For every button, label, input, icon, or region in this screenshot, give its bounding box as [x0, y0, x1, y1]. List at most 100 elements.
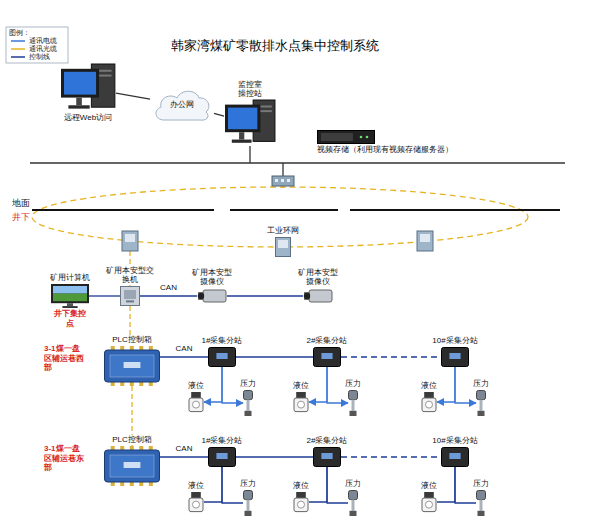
device-icon — [476, 390, 486, 416]
icon-part — [441, 348, 468, 367]
node-label: 液位 — [293, 381, 309, 391]
node-label: 2#采集分站 — [307, 336, 348, 346]
icon-part — [139, 446, 143, 450]
icon-part — [245, 511, 252, 516]
icon-part — [349, 491, 358, 500]
icon-part — [121, 287, 140, 306]
device-node: 压力 — [345, 478, 361, 516]
connector — [341, 456, 441, 457]
icon-part — [203, 290, 226, 302]
device-node: 工业环网 — [267, 225, 299, 257]
icon-part — [477, 391, 486, 400]
icon-part — [189, 398, 203, 412]
connector — [160, 356, 208, 357]
legend-text: 通讯电缆 — [29, 38, 57, 45]
device-node: 液位 — [293, 380, 309, 412]
icon-part — [192, 501, 199, 508]
icon-part — [110, 355, 154, 377]
icon-part — [304, 293, 310, 299]
icon-part — [350, 511, 357, 516]
icon-part — [139, 346, 143, 350]
icon-part — [191, 392, 201, 398]
switch-symbol — [272, 176, 294, 186]
icon-part — [64, 72, 96, 95]
icon-part — [130, 482, 134, 486]
icon-part — [139, 482, 143, 486]
legend-box — [6, 27, 68, 63]
icon-part — [321, 453, 332, 459]
icon-part — [51, 284, 89, 303]
icon-part — [61, 69, 99, 98]
icon-part — [53, 286, 87, 294]
node-label: 液位 — [293, 481, 309, 491]
device-node: 2#采集分站 — [307, 335, 348, 367]
ground-line — [230, 209, 338, 211]
node-label: PLC控制箱 — [112, 435, 152, 445]
device-icon — [421, 392, 437, 412]
icon-part — [314, 348, 341, 367]
icon-part — [296, 392, 306, 398]
node-label: 液位 — [188, 481, 204, 491]
device-icon — [441, 347, 469, 367]
icon-part — [228, 108, 257, 130]
annotation-label: 3-1煤一盘区辅运巷东部 — [44, 444, 86, 473]
device-icon — [188, 492, 204, 512]
icon-part — [422, 498, 436, 512]
icon-part — [425, 401, 432, 408]
device-icon — [208, 447, 236, 467]
device-node: 监控室 操控站 — [224, 79, 276, 146]
device-icon — [275, 237, 291, 257]
icon-part — [124, 362, 141, 368]
icon-part — [478, 511, 485, 516]
node-label: 压力 — [345, 379, 361, 389]
device-icon — [120, 286, 140, 306]
device-node: 液位 — [188, 480, 204, 512]
icon-part — [76, 98, 82, 106]
node-label: 矿用本安型交换机 — [105, 266, 155, 285]
node-label: 工业环网 — [267, 226, 299, 236]
icon-part — [352, 400, 355, 411]
icon-part — [124, 290, 136, 299]
icon-part — [247, 400, 250, 411]
diagram-title: 韩家湾煤矿零散排水点集中控制系统 — [150, 37, 400, 55]
device-node: 液位 — [188, 380, 204, 412]
icon-part — [111, 446, 115, 450]
icon-part — [209, 348, 236, 367]
device-node: 液位 — [293, 480, 309, 512]
icon-part — [149, 382, 153, 386]
icon-part — [309, 290, 332, 302]
legend-line — [11, 49, 25, 51]
device-icon — [51, 284, 89, 308]
device-node: 压力 — [473, 378, 489, 416]
device-icon — [303, 288, 333, 304]
edge-label: CAN — [159, 284, 178, 293]
connector — [204, 467, 222, 502]
node-label: 远程Web访问 — [64, 113, 112, 123]
node-label: 井下集控点 — [52, 309, 88, 328]
node-label: 监控室 操控站 — [234, 80, 266, 99]
device-node: 压力 — [473, 478, 489, 516]
device-icon — [317, 130, 375, 144]
node-label: 办公网 — [170, 100, 194, 110]
icon-part — [352, 500, 355, 511]
connector — [140, 295, 197, 296]
annotation-label: 3-1煤一盘区辅运巷西部 — [44, 344, 86, 373]
icon-part — [130, 382, 134, 386]
node-label: PLC控制箱 — [112, 335, 152, 345]
icon-part — [297, 501, 304, 508]
icon-part — [480, 500, 483, 511]
connector — [236, 356, 313, 357]
node-label: 压力 — [240, 379, 256, 389]
icon-part — [62, 306, 77, 308]
icon-part — [294, 398, 308, 412]
node-label: 矿用计算机 — [50, 273, 90, 283]
icon-part — [130, 446, 134, 450]
device-icon — [208, 347, 236, 367]
icon-part — [349, 391, 358, 400]
device-node: 压力 — [345, 378, 361, 416]
icon-part — [477, 491, 486, 500]
icon-part — [366, 136, 369, 139]
node-label: 液位 — [421, 481, 437, 491]
icon-part — [449, 353, 460, 359]
